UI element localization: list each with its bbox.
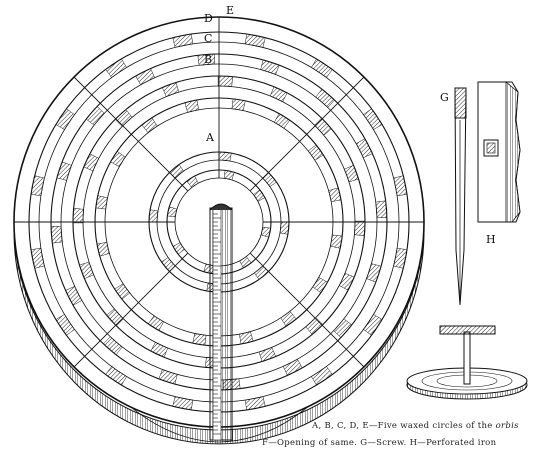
ring-mark bbox=[110, 150, 126, 168]
ring-mark bbox=[330, 234, 343, 249]
ring-mark bbox=[273, 113, 291, 129]
ring-mark bbox=[218, 151, 232, 162]
ring-mark bbox=[186, 175, 199, 188]
ring-mark bbox=[260, 226, 271, 238]
ring-mark bbox=[363, 314, 383, 336]
ring-mark bbox=[343, 164, 359, 183]
ring-mark bbox=[282, 358, 303, 376]
ring-mark bbox=[96, 242, 110, 257]
ring-mark bbox=[393, 175, 408, 197]
ring-mark bbox=[366, 263, 382, 283]
ring-mark bbox=[184, 99, 199, 113]
ring-mark bbox=[333, 318, 353, 338]
ring-mark bbox=[315, 88, 335, 108]
label-h: H bbox=[486, 233, 496, 246]
opening-scale bbox=[209, 203, 233, 441]
ring-mark bbox=[169, 164, 184, 179]
ring-mark bbox=[148, 209, 159, 223]
ring-mark bbox=[161, 82, 180, 98]
ring-mark bbox=[253, 189, 266, 202]
ring-mark bbox=[172, 33, 194, 48]
ring-mark bbox=[55, 314, 75, 336]
ring-mark bbox=[231, 98, 246, 111]
ring-mark bbox=[393, 247, 408, 269]
ring-mark bbox=[260, 59, 280, 75]
perforated-iron: H bbox=[477, 81, 521, 246]
ring-mark bbox=[375, 200, 388, 219]
spoke bbox=[73, 76, 189, 192]
ring-mark bbox=[338, 272, 355, 291]
caption-line-1-emph: orbis bbox=[496, 421, 520, 431]
ring-mark bbox=[85, 106, 105, 126]
ring-mark bbox=[158, 369, 178, 385]
ring-mark bbox=[72, 208, 84, 224]
ring-mark bbox=[311, 366, 333, 386]
ring-mark bbox=[172, 396, 194, 411]
ring-mark bbox=[147, 315, 165, 331]
ring-mark bbox=[105, 58, 127, 78]
ring-mark bbox=[197, 53, 216, 66]
ring-mark bbox=[223, 170, 235, 181]
ring-mark bbox=[355, 138, 373, 159]
ring-mark bbox=[83, 153, 100, 172]
caption: A, B, C, D, E—Five waxed circles of the … bbox=[262, 421, 519, 448]
ring-mark bbox=[65, 285, 83, 306]
ring-mark bbox=[328, 187, 342, 202]
label-b-small: B bbox=[204, 53, 212, 66]
ring-mark bbox=[192, 333, 207, 346]
caption-line-1: A, B, C, D, E—Five waxed circles of the … bbox=[311, 421, 519, 431]
ring-mark bbox=[279, 221, 290, 235]
ring-mark bbox=[30, 175, 45, 197]
ring-mark bbox=[305, 317, 324, 335]
ring-marks bbox=[30, 33, 408, 411]
ring-mark bbox=[79, 261, 95, 280]
ring-mark bbox=[161, 257, 176, 272]
spoke bbox=[249, 252, 365, 368]
ring-mark bbox=[150, 341, 169, 358]
label-c-small: C bbox=[204, 32, 212, 45]
ring-mark bbox=[172, 242, 185, 255]
ring-mark bbox=[244, 33, 266, 48]
ring-mark bbox=[141, 117, 158, 134]
ring-mark bbox=[258, 346, 277, 362]
ring-mark bbox=[239, 331, 254, 345]
label-a-small: A bbox=[205, 131, 215, 144]
label-e: E bbox=[226, 4, 234, 17]
ring-mark bbox=[254, 265, 269, 280]
ring-mark bbox=[30, 247, 45, 269]
ring-mark bbox=[135, 68, 156, 86]
ring-mark bbox=[314, 117, 332, 136]
ring-mark bbox=[311, 58, 333, 78]
ring-mark bbox=[363, 108, 383, 130]
ring-mark bbox=[239, 256, 252, 269]
label-d-small: D bbox=[204, 12, 213, 25]
spoke bbox=[249, 76, 365, 192]
ring-mark bbox=[217, 75, 233, 87]
ring-mark bbox=[103, 336, 123, 356]
ring-mark bbox=[307, 144, 324, 161]
ring-mark bbox=[114, 109, 133, 127]
ring-mark bbox=[56, 161, 72, 181]
ring-mark bbox=[269, 86, 288, 103]
ring-mark bbox=[106, 308, 124, 327]
ring-mark bbox=[55, 108, 75, 130]
ring-mark bbox=[167, 206, 178, 218]
label-g: G bbox=[440, 91, 449, 104]
ring-mark bbox=[105, 366, 127, 386]
ring-mark bbox=[114, 283, 131, 300]
assembled-device bbox=[406, 325, 528, 400]
ring-mark bbox=[262, 172, 277, 187]
ring-mark bbox=[95, 195, 108, 210]
caption-line-2: F—Opening of same. G—Screw. H—Perforated… bbox=[262, 438, 497, 448]
caption-line-1-text: A, B, C, D, E—Five waxed circles of the bbox=[311, 421, 496, 431]
spoke bbox=[73, 252, 189, 368]
ring-mark bbox=[312, 276, 328, 294]
ring-mark bbox=[280, 310, 297, 327]
ring-mark bbox=[50, 225, 63, 244]
ring-letters: E D C B A bbox=[198, 4, 234, 144]
ring-mark bbox=[354, 220, 366, 236]
ring-mark bbox=[244, 396, 266, 411]
screw: G bbox=[440, 87, 467, 306]
